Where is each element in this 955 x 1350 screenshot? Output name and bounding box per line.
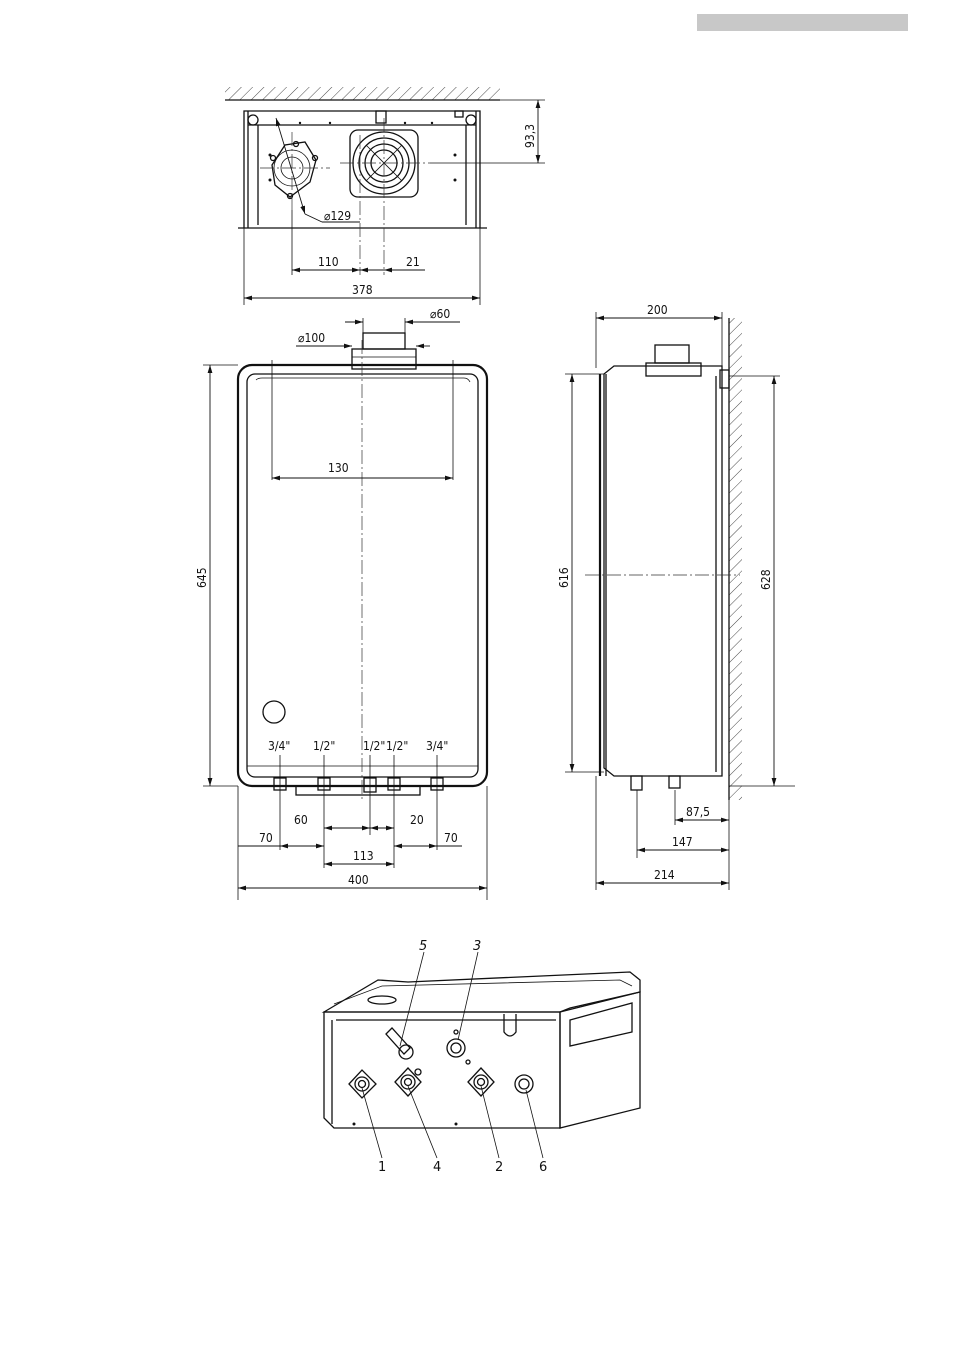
callout-6: 6 (539, 1160, 547, 1175)
dim-21: 21 (406, 255, 420, 269)
dim-70-right: 70 (444, 831, 458, 845)
dim-200: 200 (647, 303, 668, 317)
dim-147: 147 (672, 835, 693, 849)
callout-4: 4 (433, 1160, 441, 1175)
dim-110: 110 (318, 255, 339, 269)
dim-616: 616 (557, 567, 571, 588)
callout-5: 5 (419, 939, 427, 954)
dim-93-3: 93,3 (523, 124, 537, 148)
wall-hatch-top (225, 87, 500, 100)
dim-60: 60 (294, 813, 308, 827)
dim-378: 378 (352, 283, 373, 297)
side-view: 200 616 628 87,5 147 214 (557, 303, 795, 890)
conn-label-1: 3/4" (268, 739, 290, 753)
conn-label-5: 3/4" (426, 739, 448, 753)
callout-1: 1 (378, 1160, 386, 1175)
dim-dia-129: ⌀129 (324, 209, 351, 223)
dim-20: 20 (410, 813, 424, 827)
dim-214: 214 (654, 868, 675, 882)
dim-70-left: 70 (259, 831, 273, 845)
conn-label-4: 1/2" (386, 739, 408, 753)
dim-113: 113 (353, 849, 374, 863)
conn-label-3: 1/2" (363, 739, 385, 753)
top-view: ⌀129 93,3 110 21 378 (225, 87, 545, 305)
dim-87-5: 87,5 (686, 805, 710, 819)
callout-2: 2 (495, 1160, 503, 1175)
isometric-view: 5 3 1 4 2 6 (324, 939, 640, 1175)
dim-130: 130 (328, 461, 349, 475)
dim-645: 645 (195, 567, 209, 588)
dim-dia-100: ⌀100 (298, 331, 325, 345)
dim-dia-60: ⌀60 (430, 307, 450, 321)
wall-hatch-side (729, 318, 742, 800)
callout-3: 3 (473, 939, 481, 954)
conn-label-2: 1/2" (313, 739, 335, 753)
dim-400: 400 (348, 873, 369, 887)
front-view: ⌀60 ⌀100 130 645 3/4" 1/2" 1/2" 1/2" 3/4… (195, 307, 487, 900)
dim-628: 628 (759, 569, 773, 590)
